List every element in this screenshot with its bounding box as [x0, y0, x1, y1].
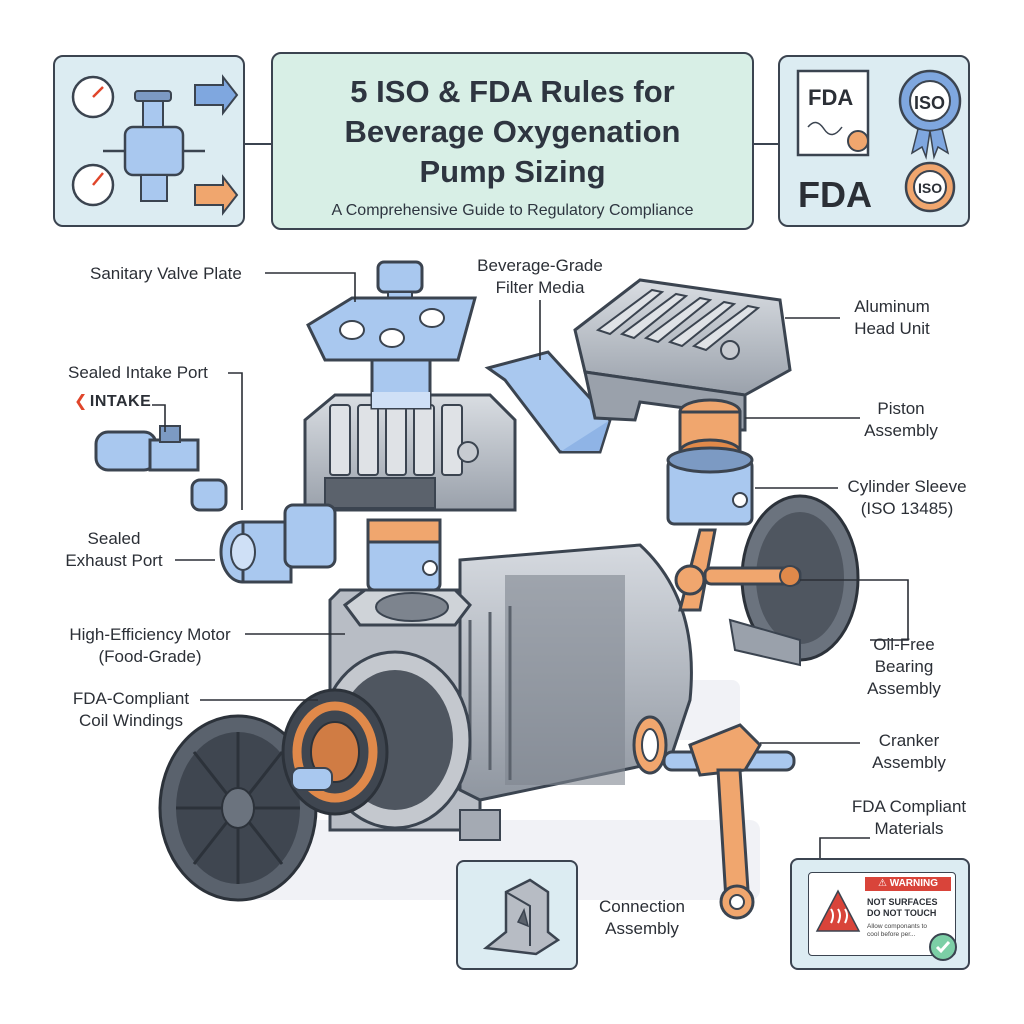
intake-valve [94, 425, 228, 512]
arrow-right-icon [194, 74, 239, 116]
cylinder-sleeve [666, 446, 754, 526]
valve-gauge-icons [71, 74, 239, 216]
iso-logo-1: ISO [914, 93, 945, 113]
sanitary-valve-plate [306, 260, 477, 410]
filter-media [484, 350, 612, 454]
warning-text: NOT SURFACES DO NOT TOUCH [867, 897, 938, 918]
exhaust-port [219, 503, 337, 584]
valve-icon-panel [53, 55, 245, 227]
label-motor: High-Efficiency Motor (Food-Grade) [69, 625, 231, 666]
center-piston [366, 518, 442, 592]
mounting-bracket-icon [482, 878, 561, 956]
fda-logo-1: FDA [808, 85, 853, 110]
label-sealed-intake-port: Sealed Intake Port [68, 363, 208, 382]
warning-detail-box: ⚠ WARNING NOT SURFACES DO NOT TOUCH Allo… [790, 858, 970, 970]
warning-heading: ⚠ WARNING [865, 877, 951, 891]
crank-rod-upper [674, 528, 802, 612]
label-cranker-assembly: Cranker Assembly [872, 731, 946, 772]
title-panel: 5 ISO & FDA Rules for Beverage Oxygenati… [271, 52, 754, 230]
label-sanitary-valve-plate: Sanitary Valve Plate [90, 264, 242, 283]
label-bearing-assembly: Oil-Free Bearing Assembly [867, 635, 941, 698]
intake-arrow-icon: ❮ [74, 393, 88, 410]
intake-tag: ❮INTAKE [74, 393, 152, 410]
label-fda-materials: FDA Compliant Materials [851, 797, 967, 838]
hot-surface-icon [815, 889, 861, 932]
label-piston-assembly: Piston Assembly [864, 399, 938, 440]
pump-valve-icon [123, 125, 185, 177]
label-filter-media: Beverage-Grade Filter Media [477, 256, 603, 297]
check-icon [929, 933, 957, 961]
certification-badges: FDA ISO FDA ISO [796, 69, 962, 215]
coil-windings [281, 688, 389, 816]
fda-logo-2: FDA [798, 174, 872, 215]
iso-logo-2: ISO [918, 180, 942, 196]
connector-right [754, 143, 778, 145]
arrow-right-orange-icon [194, 174, 239, 216]
certification-panel: FDA ISO FDA ISO [778, 55, 970, 227]
label-cylinder-sleeve: Cylinder Sleeve (ISO 13485) [847, 477, 967, 518]
connector-left [245, 143, 271, 145]
crankcase-top [342, 588, 472, 627]
label-aluminum-head-unit: Aluminum Head Unit [854, 297, 930, 338]
label-coil-windings: FDA-Compliant Coil Windings [72, 689, 190, 730]
label-sealed-exhaust-port: Sealed Exhaust Port [65, 529, 163, 570]
aluminum-head-unit [573, 278, 792, 432]
cranker-assembly [632, 715, 796, 920]
leader-lines [152, 272, 909, 860]
fan-cover [158, 714, 318, 902]
warning-fine-print: Allow componants to cool before per... [867, 923, 927, 938]
page-subtitle: A Comprehensive Guide to Regulatory Comp… [331, 202, 694, 219]
center-cylinder-head [303, 393, 517, 512]
bracket-detail-box [456, 860, 578, 970]
label-connection-assembly: Connection Assembly [598, 897, 685, 938]
page-title: 5 ISO & FDA Rules for Beverage Oxygenati… [344, 74, 681, 189]
